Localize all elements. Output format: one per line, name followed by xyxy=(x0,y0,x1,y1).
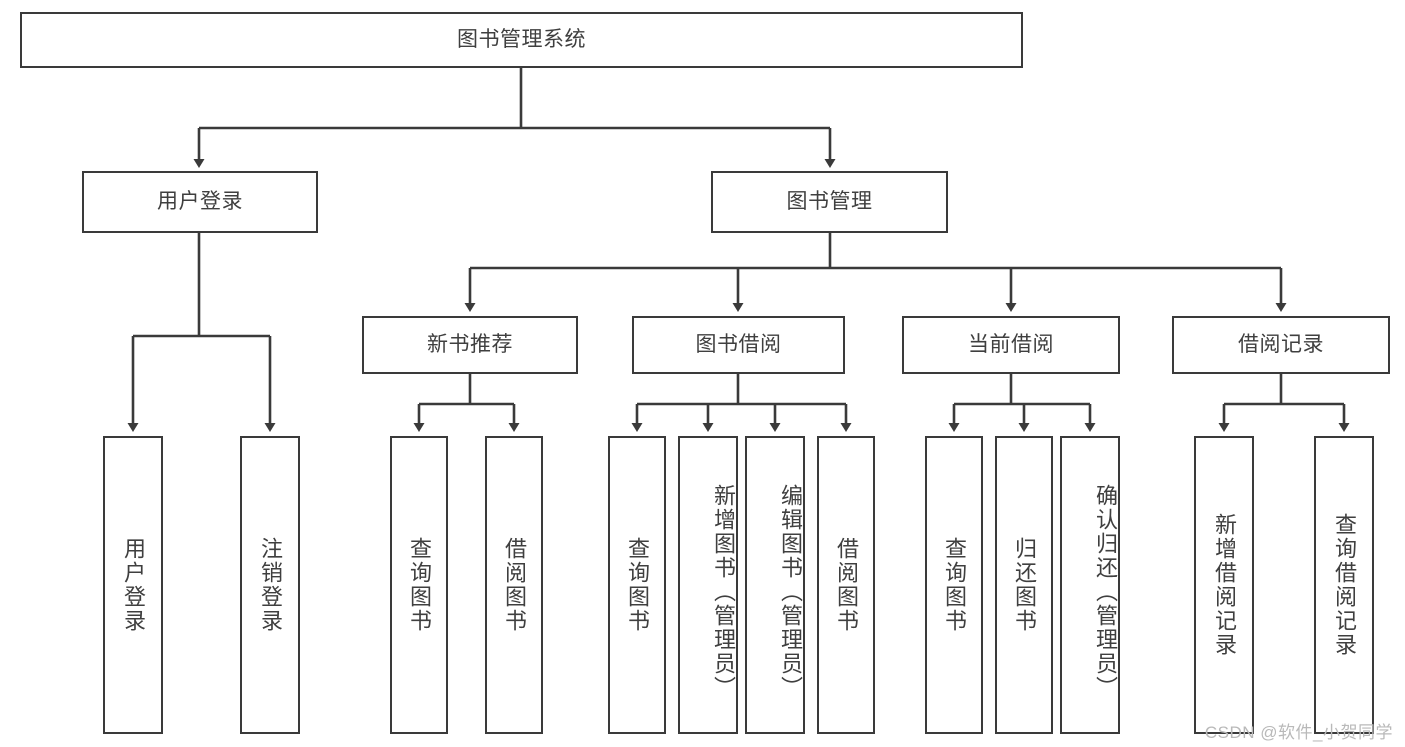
node-leaf-query-book-borrow[interactable]: 查询图书 xyxy=(608,436,666,734)
node-label: 用户登录 xyxy=(120,537,146,633)
node-leaf-borrow-book[interactable]: 借阅图书 xyxy=(817,436,875,734)
node-leaf-confirm-return-admin[interactable]: 确认归还（管理员） xyxy=(1060,436,1120,734)
node-label: 图书管理系统 xyxy=(457,27,586,51)
node-label: 借阅图书 xyxy=(833,537,859,633)
node-root-system[interactable]: 图书管理系统 xyxy=(20,12,1023,68)
node-label: 借阅图书 xyxy=(501,537,527,633)
node-label: 当前借阅 xyxy=(968,332,1054,356)
node-label: 新增图书（管理员） xyxy=(711,484,736,700)
node-label: 借阅记录 xyxy=(1238,332,1324,356)
node-label: 新增借阅记录 xyxy=(1211,513,1237,657)
csdn-watermark: CSDN @软件_小贺同学 xyxy=(1204,723,1393,742)
node-label: 查询借阅记录 xyxy=(1331,513,1357,657)
node-leaf-add-book-admin[interactable]: 新增图书（管理员） xyxy=(678,436,738,734)
node-label: 确认归还（管理员） xyxy=(1093,484,1118,700)
node-new-book-recommend[interactable]: 新书推荐 xyxy=(362,316,578,374)
node-borrow-record[interactable]: 借阅记录 xyxy=(1172,316,1390,374)
node-book-borrow[interactable]: 图书借阅 xyxy=(632,316,845,374)
node-label: 图书管理 xyxy=(786,189,873,213)
node-label: 新书推荐 xyxy=(427,332,513,356)
node-current-borrow[interactable]: 当前借阅 xyxy=(902,316,1120,374)
node-leaf-logout[interactable]: 注销登录 xyxy=(240,436,300,734)
node-leaf-query-borrow-record[interactable]: 查询借阅记录 xyxy=(1314,436,1374,734)
node-label: 用户登录 xyxy=(157,189,243,213)
node-leaf-borrow-book-recommend[interactable]: 借阅图书 xyxy=(485,436,543,734)
node-leaf-query-book-recommend[interactable]: 查询图书 xyxy=(390,436,448,734)
node-leaf-query-book-current[interactable]: 查询图书 xyxy=(925,436,983,734)
node-leaf-edit-book-admin[interactable]: 编辑图书（管理员） xyxy=(745,436,805,734)
node-leaf-return-book[interactable]: 归还图书 xyxy=(995,436,1053,734)
node-label: 归还图书 xyxy=(1011,537,1037,633)
node-label: 图书借阅 xyxy=(695,332,782,356)
node-book-management[interactable]: 图书管理 xyxy=(711,171,948,233)
node-label: 查询图书 xyxy=(941,537,967,633)
node-user-login[interactable]: 用户登录 xyxy=(82,171,318,233)
node-label: 查询图书 xyxy=(624,537,650,633)
node-label: 注销登录 xyxy=(257,537,283,633)
node-leaf-user-login[interactable]: 用户登录 xyxy=(103,436,163,734)
node-label: 编辑图书（管理员） xyxy=(778,484,803,700)
node-leaf-add-borrow-record[interactable]: 新增借阅记录 xyxy=(1194,436,1254,734)
node-label: 查询图书 xyxy=(406,537,432,633)
